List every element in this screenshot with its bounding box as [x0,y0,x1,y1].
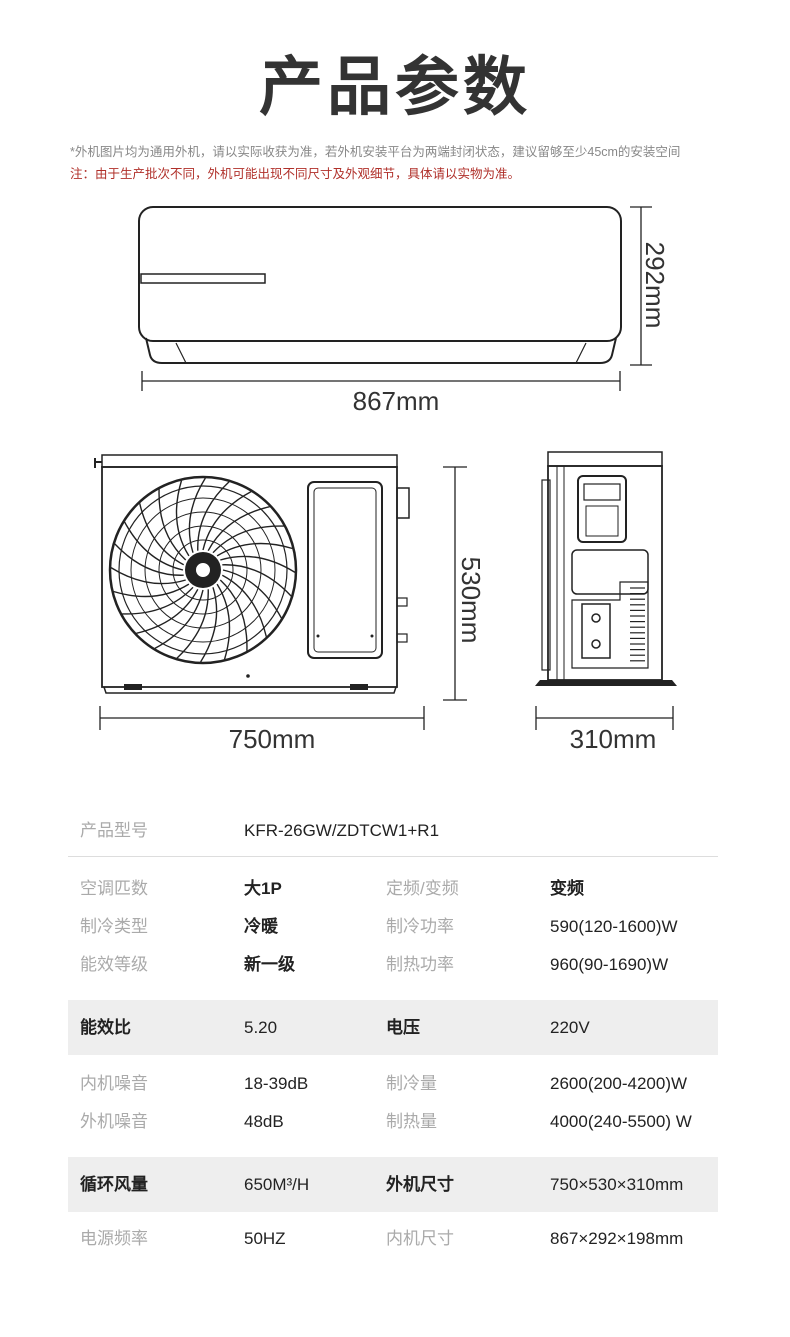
product-dimension-diagram: 867mm 292mm 750mm 530mm 310mm [94,206,677,754]
spec-row: 空调匹数 大1P 定频/变频 变频 [68,870,718,908]
spec-label: 内机噪音 [80,1074,148,1093]
spec-label: 外机尺寸 [386,1175,454,1194]
spec-label: 能效等级 [80,955,148,974]
spec-label: 内机尺寸 [386,1229,454,1248]
spec-row: 能效等级 新一级 制热功率 960(90-1690)W [68,946,718,984]
spec-row: 外机噪音 48dB 制热量 4000(240-5500) W [68,1103,718,1141]
spec-label: 制冷量 [386,1074,437,1093]
spec-value: 变频 [550,879,584,898]
spec-label: 能效比 [80,1018,131,1037]
outdoor-depth-label: 310mm [570,724,657,754]
spec-label: 制热功率 [386,955,454,974]
spec-value: 新一级 [244,955,295,974]
model-row: 产品型号 KFR-26GW/ZDTCW1+R1 [68,800,718,856]
spec-value: 4000(240-5500) W [550,1112,692,1131]
spec-value: 650M³/H [244,1175,310,1194]
indoor-width-label: 867mm [353,386,440,416]
model-label: 产品型号 [80,821,148,840]
indoor-unit-drawing [138,206,622,364]
indoor-height-label: 292mm [640,242,670,329]
spec-label: 电压 [386,1018,420,1037]
spec-value: 50HZ [244,1229,286,1248]
spec-value: 220V [550,1018,590,1037]
outdoor-unit-side-drawing [535,451,677,686]
spec-label: 制热量 [386,1112,437,1131]
spec-table: 产品型号 KFR-26GW/ZDTCW1+R1 空调匹数 大1P 定频/变频 变… [68,800,718,1258]
spec-label: 制冷功率 [386,917,454,936]
spec-value: 867×292×198mm [550,1229,684,1248]
spec-value: 750×530×310mm [550,1175,684,1194]
spec-label: 制冷类型 [80,917,148,936]
spec-value: 冷暖 [244,917,278,936]
spec-row: 电源频率 50HZ 内机尺寸 867×292×198mm [68,1220,718,1258]
spec-label: 空调匹数 [80,879,148,898]
spec-row: 制冷类型 冷暖 制冷功率 590(120-1600)W [68,908,718,946]
spec-row: 内机噪音 18-39dB 制冷量 2600(200-4200)W [68,1065,718,1103]
spec-value: 5.20 [244,1018,278,1037]
spec-value: 960(90-1690)W [550,955,669,974]
spec-row-highlight: 循环风量 650M³/H 外机尺寸 750×530×310mm [68,1157,718,1212]
spec-value: 2600(200-4200)W [550,1074,688,1093]
page-title: 产品参数 [259,51,531,123]
batch-note: 注：由于生产批次不同，外机可能出现不同尺寸及外观细节，具体请以实物为准。 [70,167,521,181]
spec-value: 大1P [244,879,282,898]
outdoor-height-label: 530mm [456,557,486,644]
spec-row-highlight: 能效比 5.20 电压 220V [68,1000,718,1055]
spec-label: 外机噪音 [80,1112,148,1131]
spec-label: 循环风量 [80,1175,148,1194]
outdoor-unit-front-drawing [94,454,410,694]
spec-value: 48dB [244,1112,284,1131]
install-note: *外机图片均为通用外机，请以实际收获为准，若外机安装平台为两端封闭状态，建议留够… [70,145,681,159]
model-value: KFR-26GW/ZDTCW1+R1 [244,821,440,840]
spec-label: 电源频率 [80,1229,148,1248]
spec-value: 590(120-1600)W [550,917,678,936]
spec-value: 18-39dB [244,1074,309,1093]
spec-label: 定频/变频 [386,879,459,898]
outdoor-width-label: 750mm [229,724,316,754]
divider [68,856,718,870]
